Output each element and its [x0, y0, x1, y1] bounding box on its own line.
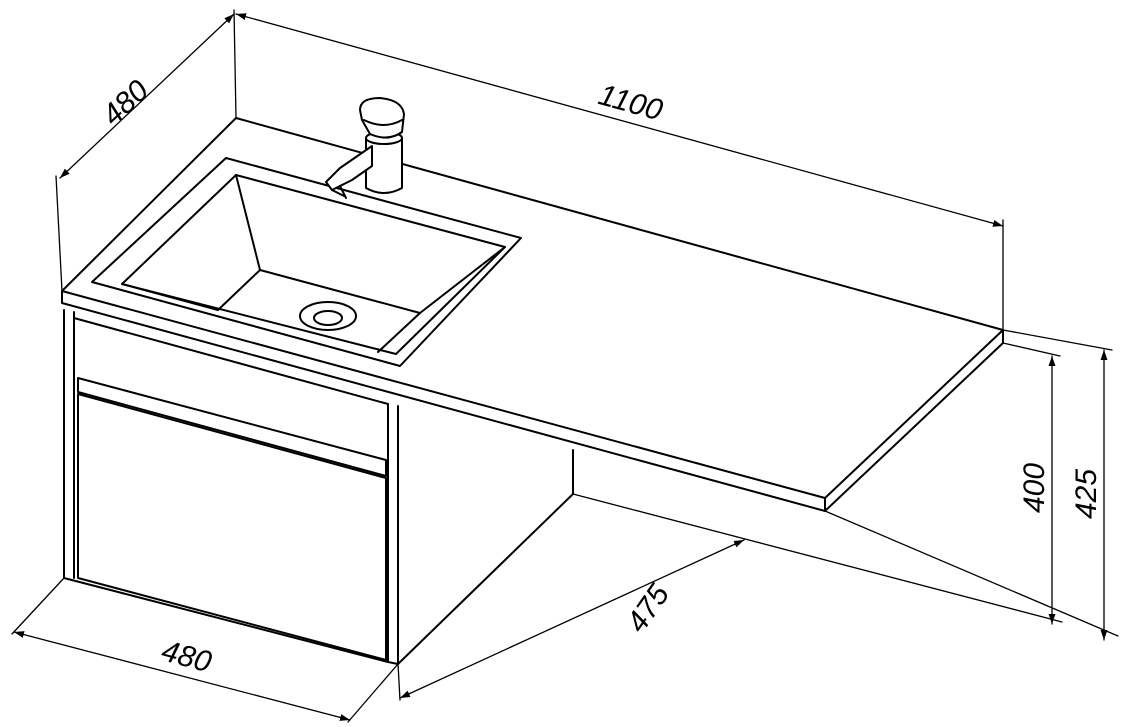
cabinet-left-panel	[63, 309, 75, 579]
dim-floor-depth-label: 475	[620, 578, 676, 638]
drain-inner	[313, 310, 343, 326]
drawer-handle-strip	[77, 377, 387, 477]
cabinet-bottom-edge	[63, 577, 399, 665]
sink-basin	[91, 157, 522, 367]
sink-slope-edge	[121, 283, 219, 311]
drain-outer	[299, 301, 357, 331]
sink-slope-edge	[419, 246, 506, 314]
sink-outer-rim	[91, 157, 522, 367]
countertop-front-edge	[61, 290, 1004, 512]
dim-top-width-label: 1100	[595, 78, 666, 127]
cabinet-right-panel	[387, 403, 399, 665]
dimension-lines	[11, 9, 1119, 723]
cabinet-side-back	[397, 449, 574, 665]
cabinet	[63, 309, 574, 665]
drawer-front	[77, 393, 387, 661]
dim-front-height-label: 400	[1018, 463, 1051, 513]
countertop	[61, 117, 1004, 512]
sink-bowl-bottom	[217, 269, 421, 353]
countertop-top-surface	[61, 117, 1004, 499]
dim-top-width-line	[235, 13, 1004, 227]
sink-slope-edge	[235, 174, 261, 271]
dim-top-depth-line	[59, 13, 235, 179]
dim-floor-depth-line	[399, 539, 745, 699]
dim-back-height-label: 425	[1070, 469, 1103, 519]
dim-top-depth-label: 480	[96, 74, 155, 132]
dim-cabinet-width-line	[13, 631, 351, 721]
cabinet-top-frame	[73, 317, 389, 405]
faucet-icon	[325, 97, 405, 199]
